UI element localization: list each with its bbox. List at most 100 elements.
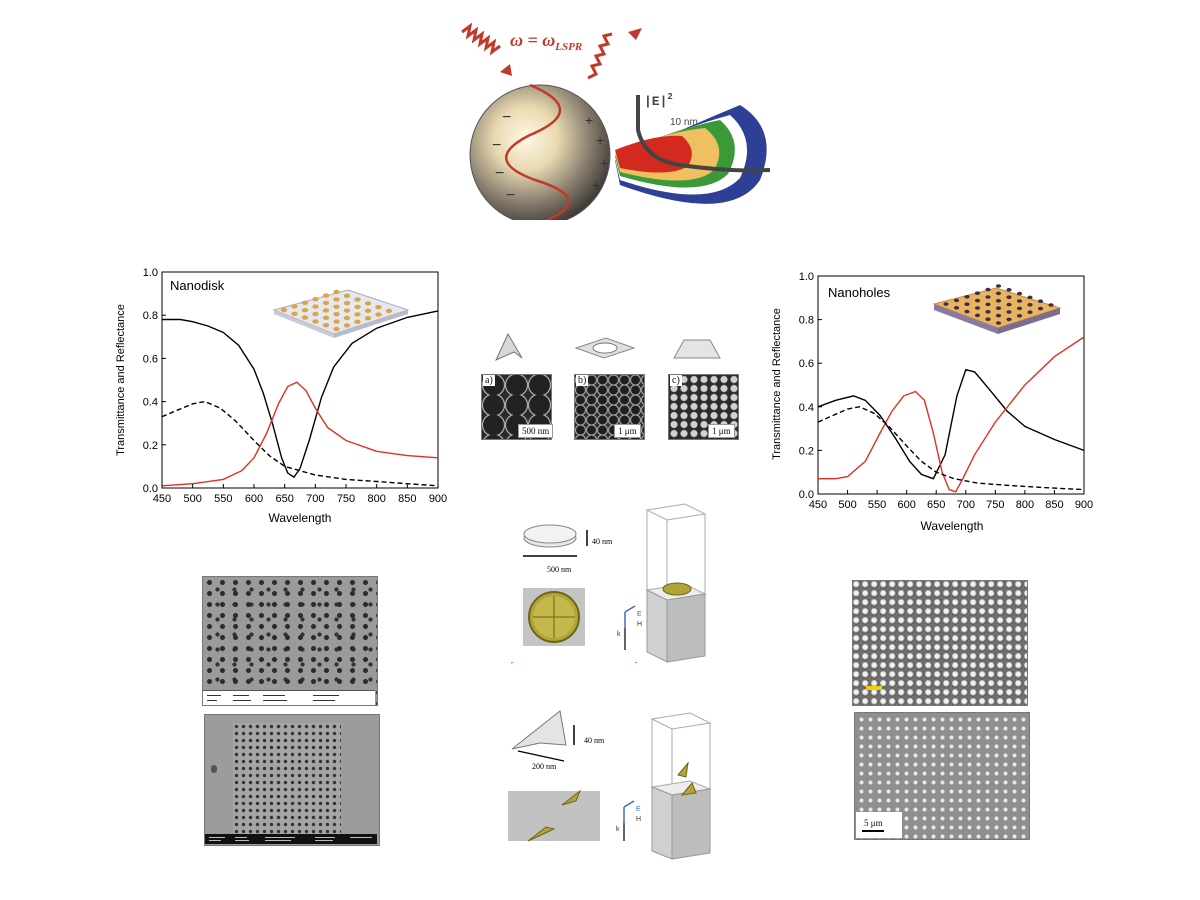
- y-tick-label: 0.0: [799, 489, 814, 501]
- nanohole: [995, 321, 1002, 325]
- nanodisk: [291, 311, 298, 316]
- nanodisk: [301, 300, 309, 305]
- nanodisk: [322, 293, 330, 298]
- series-line-1: [162, 310, 439, 479]
- nanohole: [1027, 310, 1033, 314]
- nanohole: [953, 306, 960, 310]
- x-tick-label: 700: [957, 499, 975, 511]
- nanodisk: [322, 308, 330, 313]
- nanodisk: [354, 319, 361, 324]
- distance-label: 10 nm: [670, 117, 698, 128]
- x-tick-label: 500: [838, 499, 856, 511]
- chart-title: Nanoholes: [828, 285, 891, 300]
- x-tick-label: 550: [868, 499, 886, 511]
- x-tick-label: 800: [367, 493, 385, 505]
- x-tick-label: 700: [306, 493, 324, 505]
- y-tick-label: 1.0: [799, 271, 814, 283]
- svg-text:k: k: [616, 826, 620, 833]
- svg-text:k: k: [617, 631, 621, 638]
- nanodisk: [333, 304, 340, 309]
- svg-text:H: H: [636, 816, 641, 823]
- charge-plus-1: +: [585, 112, 593, 128]
- series-line-2: [161, 381, 439, 487]
- triangle-width-label: 200 nm: [532, 762, 557, 771]
- sem-image-hole-array: [204, 714, 380, 846]
- chart-title: Nanodisk: [170, 278, 225, 293]
- y-tick-label: 0.4: [143, 397, 158, 409]
- nanodisk: [322, 323, 330, 328]
- scattered-light-wave: [587, 32, 613, 80]
- nanohole: [985, 317, 991, 321]
- svg-text:E: E: [636, 806, 641, 813]
- field-orientation-axes: E H k: [617, 605, 642, 650]
- nanohole: [995, 284, 1002, 288]
- triangle-top-view: [508, 791, 600, 841]
- nanodisk: [280, 307, 288, 313]
- x-tick-label: 450: [809, 499, 827, 511]
- nanohole: [1006, 302, 1012, 307]
- panel-label-b: b): [576, 375, 589, 386]
- nanohole: [985, 295, 991, 299]
- sem-image-nanobumps: [852, 580, 1028, 706]
- nanodisk: [375, 305, 382, 310]
- x-tick-label: 750: [986, 499, 1004, 511]
- nanohole: [985, 310, 991, 314]
- nanohole: [995, 313, 1002, 318]
- nanodisk: [375, 312, 382, 317]
- scale-bar-b: 1 μm: [614, 424, 641, 438]
- nanohole: [974, 313, 981, 318]
- x-tick-label: 600: [897, 499, 915, 511]
- field-orientation-axes: E H k: [616, 800, 641, 841]
- nanodisk: [333, 319, 340, 324]
- nanohole: [995, 306, 1002, 310]
- scale-bar-label: 5 μm: [864, 818, 883, 828]
- electron-oscillation-wave: [505, 83, 570, 225]
- incident-light-wave: [461, 22, 501, 56]
- nanodisk: [354, 312, 361, 317]
- simulation-domain-box: [645, 503, 707, 663]
- scattered-arrow-head: [628, 28, 642, 40]
- scale-bar-a: 500 nm: [518, 424, 554, 438]
- nanohole: [1006, 317, 1012, 322]
- sem-info-bar-dark: [205, 834, 377, 844]
- nanodisk: [312, 304, 319, 309]
- lspr-diagram: ω = ωLSPR |E|2 10 nm − − − − + + + +: [440, 10, 780, 226]
- x-tick-label: 650: [275, 493, 293, 505]
- nanohole: [985, 302, 991, 307]
- svg-text:E: E: [637, 611, 642, 618]
- chart-x-axis-label: Wavelength: [269, 511, 332, 525]
- nanodisk: [301, 308, 309, 313]
- nanohole: [1037, 306, 1044, 311]
- nanodisk: [333, 297, 340, 302]
- sem-info-bar: [203, 690, 375, 705]
- y-tick-label: 0.6: [143, 353, 158, 365]
- nanodisk: [333, 289, 340, 295]
- nanodisk-array-inset: [272, 289, 410, 338]
- svg-text:⌐: ⌐: [511, 660, 514, 666]
- y-tick-label: 0.8: [143, 310, 158, 322]
- x-tick-label: 850: [398, 493, 416, 505]
- charge-plus-2: +: [596, 132, 604, 148]
- x-tick-label: 600: [245, 493, 263, 505]
- svg-text:⌐: ⌐: [635, 660, 638, 666]
- nanohole: [1037, 299, 1044, 303]
- series-line-1: [817, 368, 1085, 480]
- nanohole: [995, 299, 1002, 303]
- x-tick-label: 450: [153, 493, 171, 505]
- nanodisk: [291, 304, 298, 309]
- nanohole: [974, 291, 981, 295]
- chart-y-axis-label: Transmittance and Reflectance: [771, 308, 783, 460]
- x-tick-label: 500: [183, 493, 201, 505]
- scale-bar-5um: 5 μm: [856, 812, 902, 838]
- nanohole: [1006, 288, 1012, 292]
- charge-plus-3: +: [600, 155, 608, 171]
- chart-frame: [817, 275, 1085, 495]
- x-tick-label: 650: [927, 499, 945, 511]
- nanodisk: [301, 315, 309, 320]
- nanodisk: [312, 297, 319, 302]
- nanodisk: [343, 323, 351, 328]
- nanodisk: [312, 311, 319, 317]
- resonance-equation: ω = ωLSPR: [510, 30, 582, 53]
